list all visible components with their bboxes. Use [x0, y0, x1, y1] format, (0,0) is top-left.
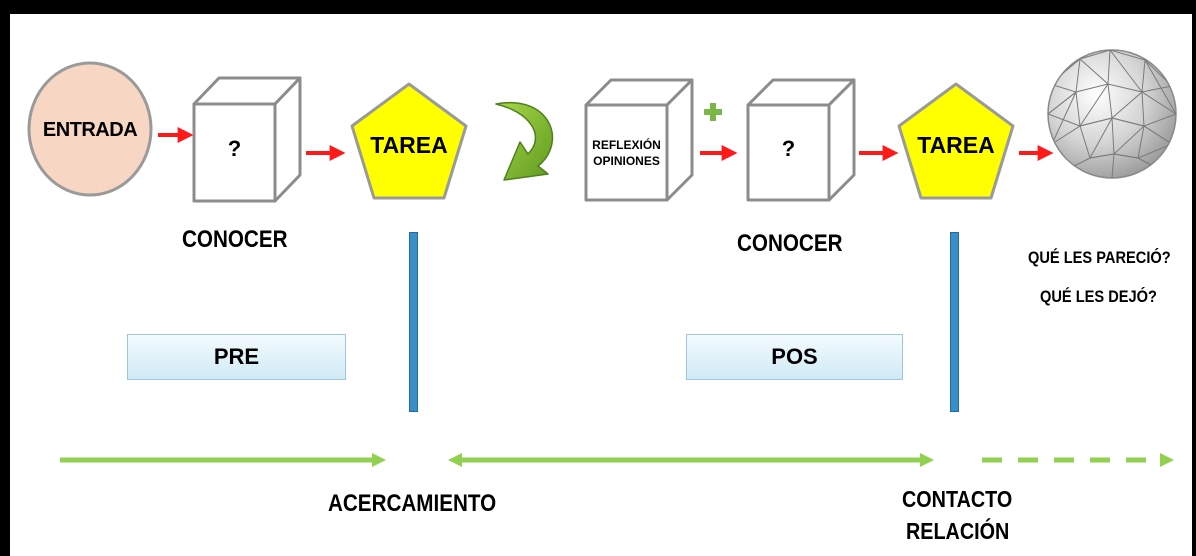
reflexion-label-line2: OPINIONES [593, 154, 660, 168]
cube-reflexion [584, 78, 694, 202]
tarea-label-2: TAREA [917, 132, 995, 158]
tarea-pentagon-1 [350, 82, 468, 200]
timeline-arrow-dashed [982, 453, 1174, 467]
geodesic-sphere-icon [1047, 49, 1177, 179]
cube-1 [192, 76, 302, 203]
diagram-canvas: ENTRADA ? TAREA REFLEXIÓN OPINIONES ? TA… [10, 14, 1192, 556]
phase-box-pre: PRE [127, 334, 346, 380]
conocer-label-1: CONOCER [182, 226, 288, 253]
timeline-arrow-contacto [448, 453, 934, 467]
plus-icon [704, 103, 722, 121]
phase-box-pos: POS [686, 334, 903, 380]
conocer-label-2: CONOCER [737, 230, 843, 257]
tarea-pentagon-2 [897, 82, 1015, 200]
tarea-label-1: TAREA [370, 132, 448, 158]
pregunta-dejo: QUÉ LES DEJÓ? [1040, 287, 1157, 306]
contacto-label: CONTACTO [902, 486, 1013, 512]
relacion-label: RELACIÓN [906, 518, 1010, 544]
cube-2 [746, 78, 856, 202]
cube-1-mark: ? [227, 136, 242, 161]
timeline-arrow-acercamiento [60, 453, 386, 467]
entrada-circle [27, 61, 153, 197]
acercamiento-label: ACERCAMIENTO [328, 490, 497, 517]
entrada-label: ENTRADA [42, 119, 138, 141]
circular-arrow-icon [495, 101, 554, 181]
pregunta-parecio: QUÉ LES PARECIÓ? [1028, 248, 1171, 267]
cube-2-mark: ? [781, 136, 796, 161]
diagram-graphics [27, 49, 1177, 467]
reflexion-label-line1: REFLEXIÓN [592, 138, 661, 152]
divider-bar-1 [409, 232, 418, 412]
divider-bar-2 [950, 232, 959, 412]
